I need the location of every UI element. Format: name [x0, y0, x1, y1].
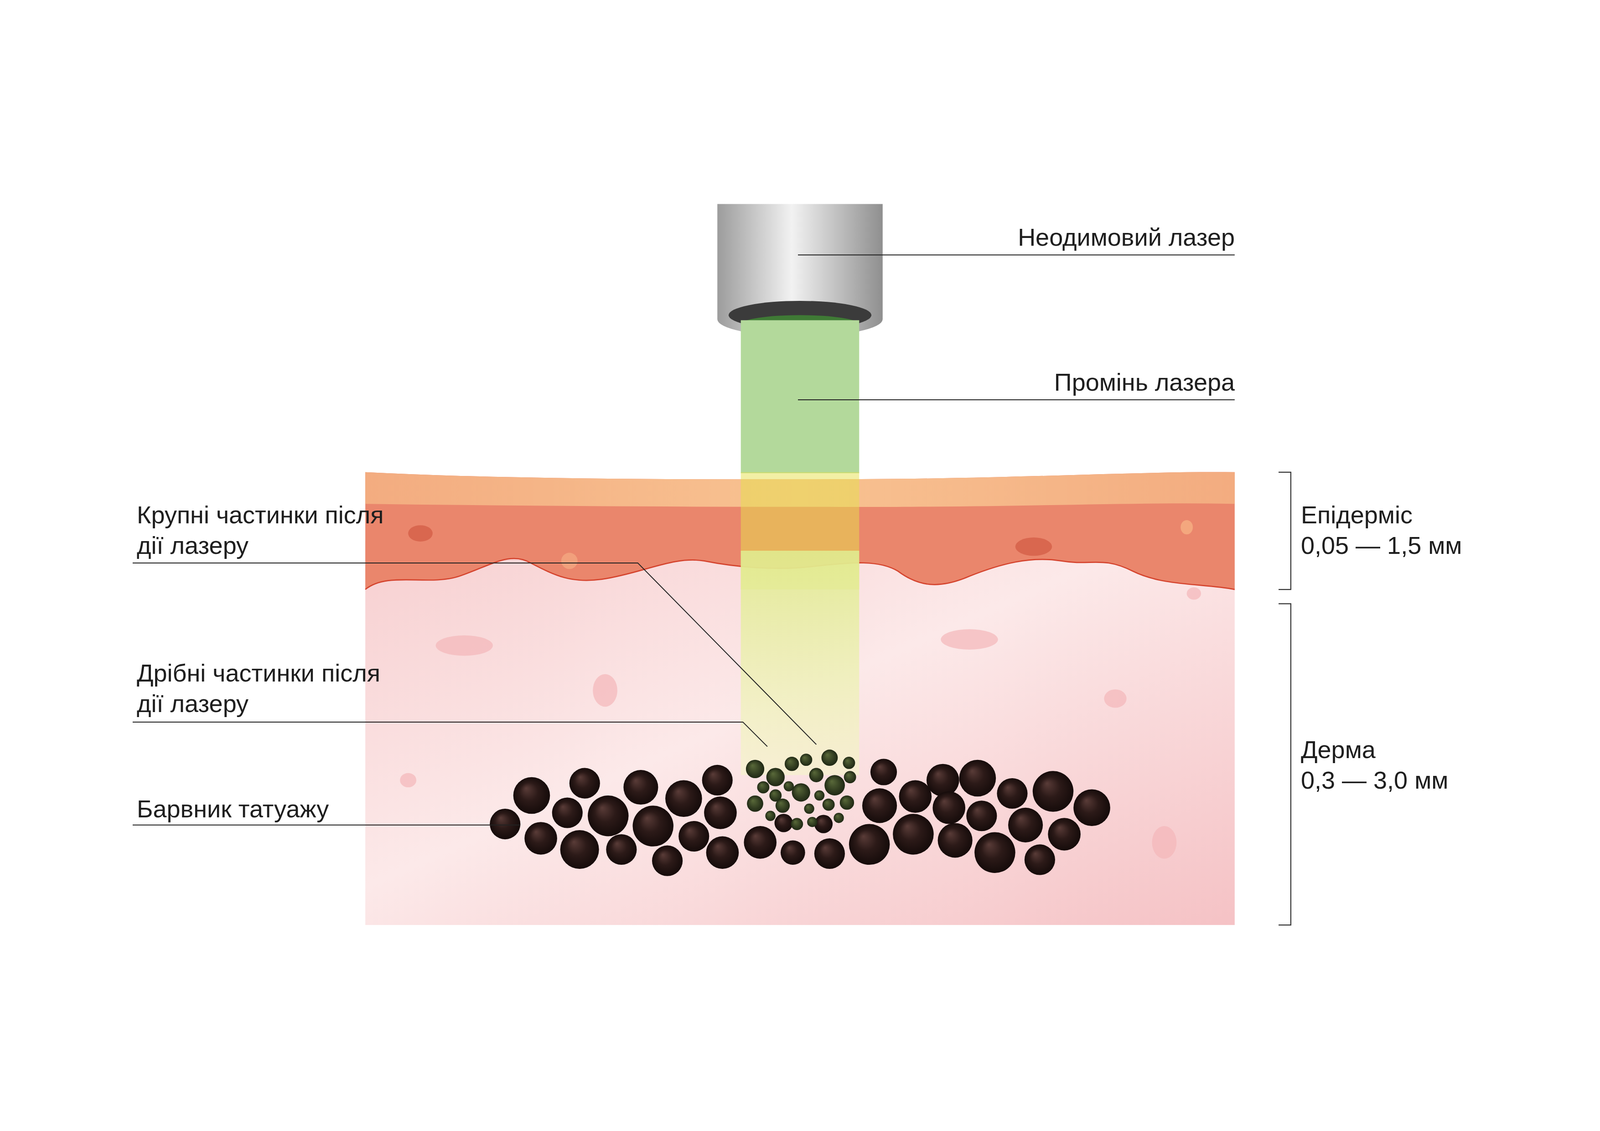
beam-label: Промінь лазера	[1054, 367, 1235, 398]
dimension-label: 0,05 — 1,5 мм	[1300, 530, 1462, 561]
particle-label: Крупні частинки після дії лазеру	[136, 499, 402, 561]
particle-label: Дрібні частинки після дії лазеру	[136, 657, 402, 720]
ink-label: Барвник татуажу	[136, 793, 402, 825]
device-label: Неодимовий лазер	[1017, 222, 1235, 253]
dimension-label: 0,3 — 3,0 мм	[1300, 765, 1449, 796]
layer-name: Дерма	[1300, 734, 1376, 766]
layer-name: Епідерміс	[1300, 499, 1413, 531]
